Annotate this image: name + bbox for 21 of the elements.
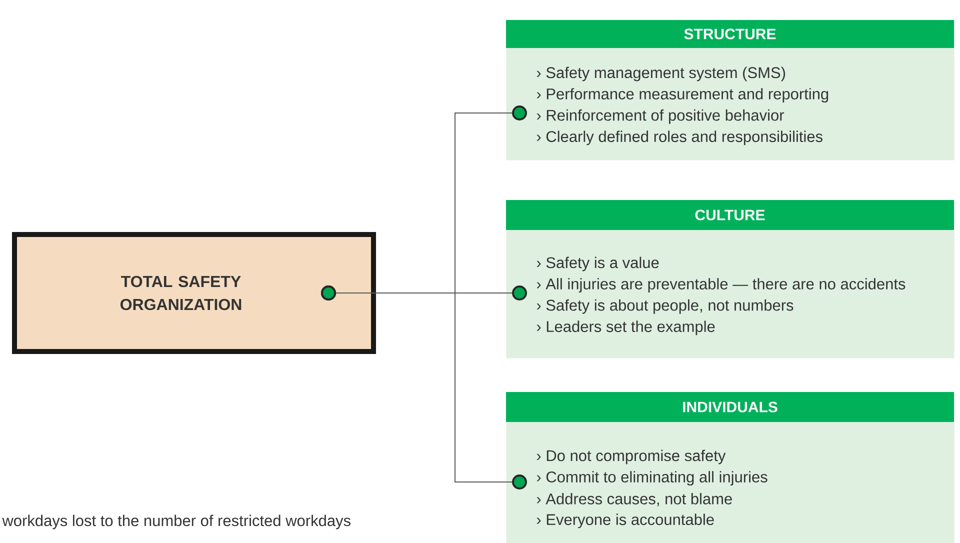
- bullet-item: › Address causes, not blame: [536, 493, 732, 506]
- bullet-item: › Safety is a value: [536, 256, 659, 272]
- card-header: CULTURE: [506, 200, 954, 230]
- bullet-item: › Clearly defined roles and responsibilities: [536, 130, 822, 146]
- card-header: INDIVIDUALS: [506, 392, 954, 422]
- bullet-item: › Commit to eliminating all injuries: [536, 471, 768, 486]
- bullet-item: › All injuries are preventable — there are no accidents: [536, 278, 906, 293]
- title-box: TOTAL SAFETY ORGANIZATION: [12, 232, 376, 354]
- connector: [321, 286, 527, 490]
- card: [506, 20, 954, 160]
- card: [506, 200, 954, 358]
- bullet-item: › Safety management system (SMS): [536, 66, 786, 82]
- footnote-text: workdays lost to the number of restricted workdays: [2, 514, 350, 530]
- bullet-item: › Everyone is accountable: [536, 514, 714, 528]
- bullet-item: › Leaders set the example: [536, 320, 715, 336]
- card: [506, 392, 954, 543]
- card-header: STRUCTURE: [506, 20, 954, 48]
- bullet-item: › Safety is about people, not numbers: [536, 299, 794, 314]
- bullet-item: › Reinforcement of positive behavior: [536, 109, 784, 124]
- bullet-item: › Do not compromise safety: [536, 450, 726, 464]
- bullet-item: › Performance measurement and reporting: [536, 88, 828, 103]
